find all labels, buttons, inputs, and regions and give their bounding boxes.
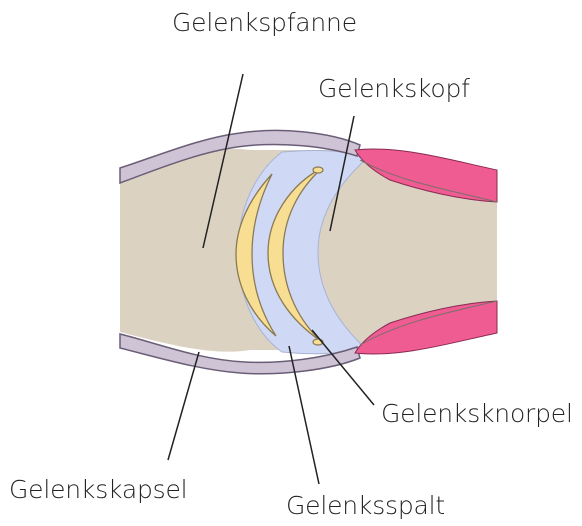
label-gelenkskapsel: Gelenkskapsel [9,477,187,502]
label-gelenkspfanne: Gelenkspfanne [172,10,357,35]
leader-line-gelenkskapsel [168,352,199,460]
cartilage-tip-top [313,167,323,173]
label-gelenksspalt: Gelenksspalt [286,493,445,518]
label-gelenksknorpel: Gelenksknorpel [381,401,573,426]
label-gelenkskopf: Gelenkskopf [318,76,470,101]
